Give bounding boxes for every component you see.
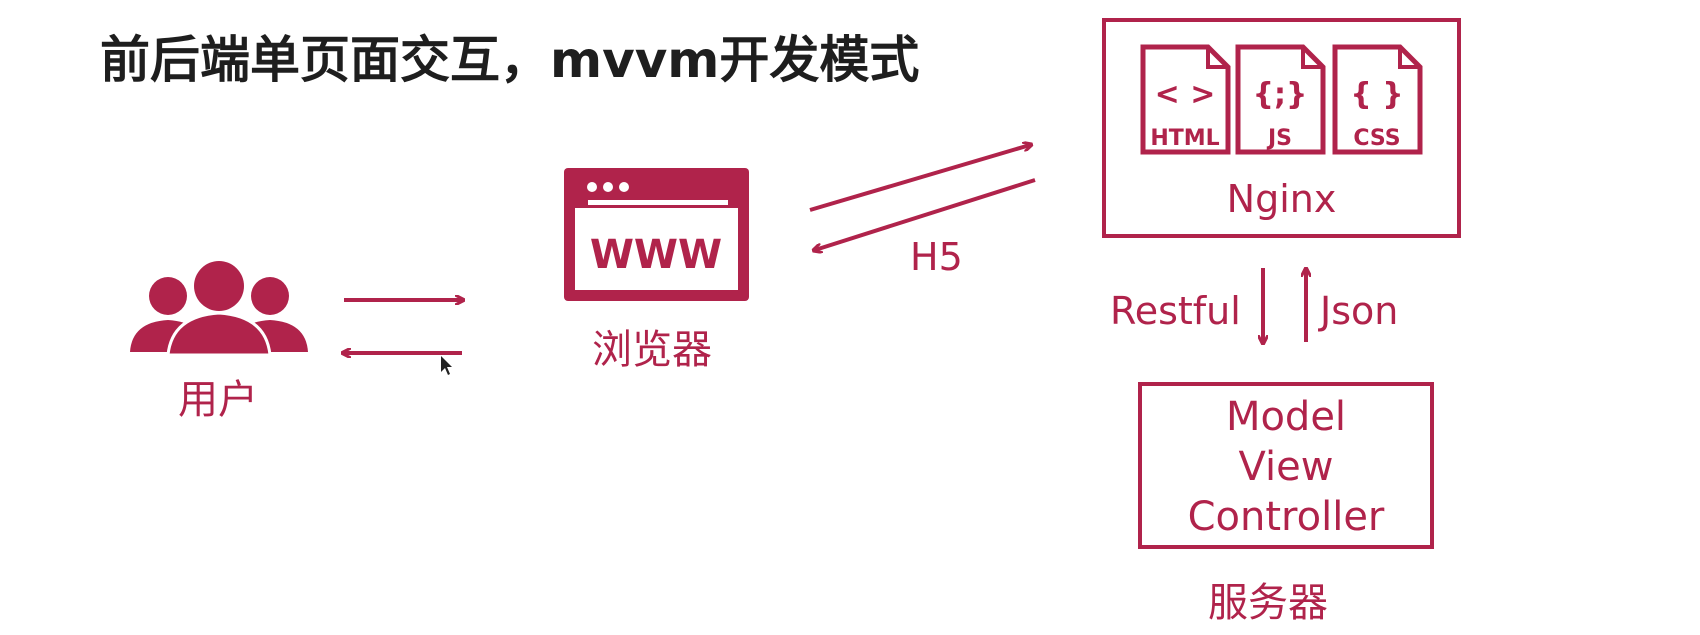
mvc-view: View [1238,444,1334,490]
user-label: 用户 [178,377,258,423]
mvc-model: Model [1225,394,1347,440]
nginx-to-browser-arrow [815,178,1036,250]
svg-text:CSS: CSS [1353,126,1400,151]
server-mvc-box: Model View Controller [1138,382,1434,549]
server-label: 服务器 [1208,580,1328,626]
h5-label: H5 [910,235,963,279]
svg-text:{;}: {;} [1253,77,1308,112]
svg-text:JS: JS [1266,126,1292,151]
users-icon [130,261,308,357]
mvc-controller: Controller [1187,494,1385,540]
browser-window-icon: WWW [564,168,749,301]
svg-text:< >: < > [1155,77,1216,112]
html-file-icon: < > HTML [1140,44,1231,155]
js-file-icon: {;} JS [1235,44,1326,155]
browser-label: 浏览器 [592,327,712,373]
www-label: WWW [590,232,722,278]
svg-text:{ }: { } [1350,77,1403,112]
browser-to-nginx-arrow [809,145,1030,212]
json-label: Json [1320,289,1399,333]
svg-text:HTML: HTML [1150,126,1219,151]
restful-label: Restful [1110,289,1241,333]
css-file-icon: { } CSS [1332,44,1423,155]
page-title: 前后端单页面交互，mvvm开发模式 [100,31,920,89]
nginx-box [1102,18,1461,238]
nginx-label: Nginx [1226,177,1337,221]
mouse-cursor-icon [441,356,452,375]
